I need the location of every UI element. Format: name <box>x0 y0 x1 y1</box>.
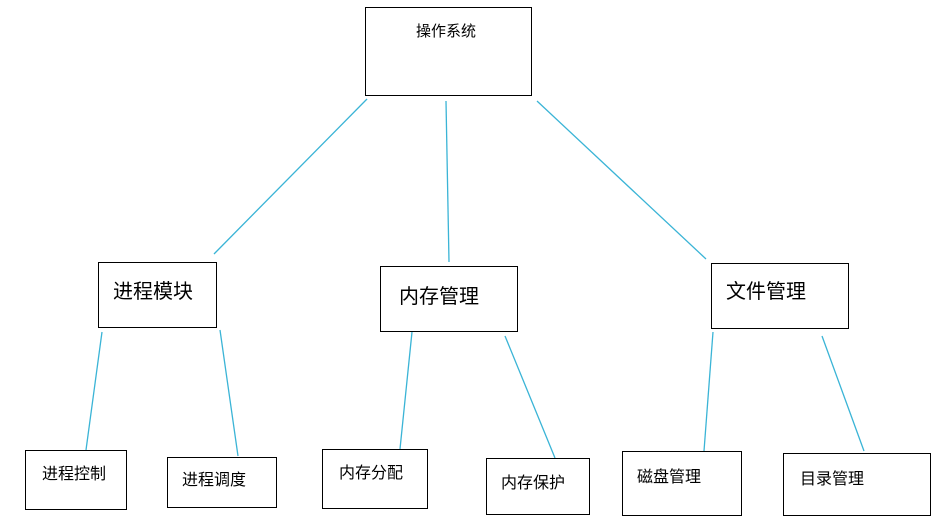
leaf-node-process-schedule-label: 进程调度 <box>182 470 247 489</box>
module-node-memory: 内存管理 <box>380 266 518 332</box>
leaf-node-process-control-label: 进程控制 <box>42 464 107 483</box>
leaf-node-process-schedule: 进程调度 <box>167 457 277 508</box>
leaf-node-file-disk: 磁盘管理 <box>622 451 742 516</box>
module-node-process-label: 进程模块 <box>113 279 193 303</box>
root-node: 操作系统 <box>365 7 532 96</box>
connector-memory-protect <box>504 335 556 459</box>
leaf-node-memory-alloc-label: 内存分配 <box>339 463 404 482</box>
connector-file-disk <box>703 331 714 452</box>
leaf-node-memory-protect: 内存保护 <box>486 458 590 515</box>
connector-root-file <box>536 100 707 260</box>
leaf-node-memory-alloc: 内存分配 <box>322 449 428 509</box>
connector-process-schedule <box>219 329 239 457</box>
connector-file-dir <box>821 335 865 452</box>
root-node-label: 操作系统 <box>416 22 477 40</box>
leaf-node-file-directory-label: 目录管理 <box>800 469 865 488</box>
leaf-node-memory-protect-label: 内存保护 <box>501 473 566 492</box>
module-node-process: 进程模块 <box>98 262 217 328</box>
leaf-node-file-disk-label: 磁盘管理 <box>637 467 702 486</box>
module-node-file-label: 文件管理 <box>726 279 806 303</box>
connector-root-memory <box>445 100 450 263</box>
connector-process-control <box>85 331 103 451</box>
leaf-node-process-control: 进程控制 <box>25 450 127 510</box>
module-node-memory-label: 内存管理 <box>399 284 479 308</box>
leaf-node-file-directory: 目录管理 <box>783 453 931 516</box>
module-node-file: 文件管理 <box>711 263 849 329</box>
connector-root-process <box>213 98 368 255</box>
connector-memory-alloc <box>399 331 413 450</box>
